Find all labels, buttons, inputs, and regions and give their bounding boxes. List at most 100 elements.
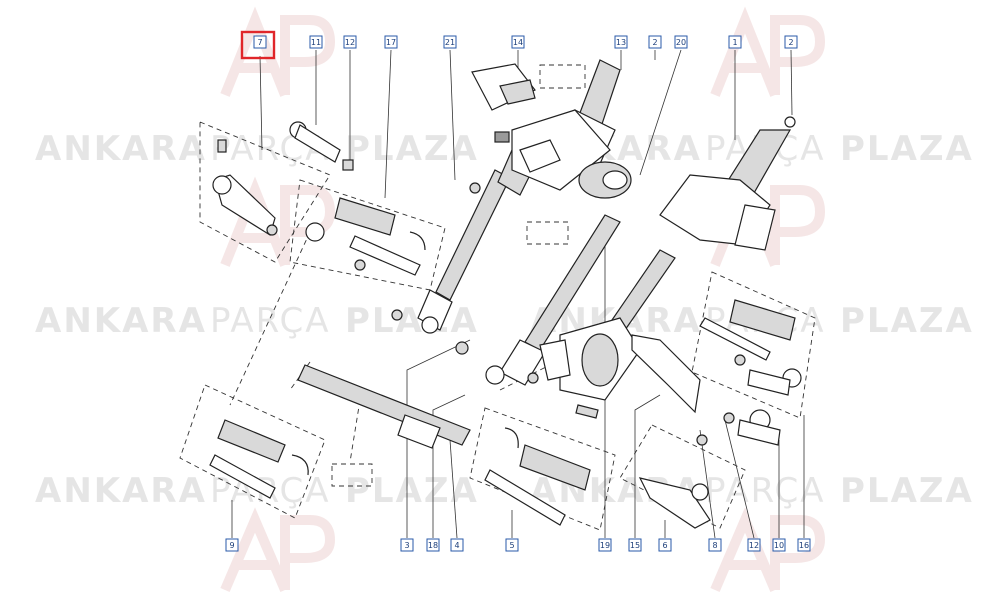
steering-column-right bbox=[659, 116, 796, 251]
callout-bottom-3: 18 bbox=[426, 538, 440, 552]
callout-row-bottom: 9 3 18 4 5 19 15 6 8 12 10 16 bbox=[225, 538, 811, 552]
tie-rod-right bbox=[699, 299, 802, 396]
callout-box bbox=[309, 35, 323, 49]
callout-top-11: 2 bbox=[784, 35, 798, 49]
callout-box bbox=[511, 35, 525, 49]
callout-number: 6 bbox=[662, 541, 667, 550]
callout-number: 4 bbox=[454, 541, 459, 550]
callout-bottom-6: 19 bbox=[598, 538, 612, 552]
callout-top-9: 20 bbox=[674, 35, 688, 49]
callout-bottom-8: 6 bbox=[658, 538, 672, 552]
callout-number: 5 bbox=[509, 541, 514, 550]
callout-box bbox=[450, 538, 464, 552]
callout-bottom-5: 5 bbox=[505, 538, 519, 552]
group-outline-tie-rod-end-left bbox=[199, 121, 331, 263]
callout-box bbox=[443, 35, 457, 49]
callout-box bbox=[400, 538, 414, 552]
tie-rod-end-right bbox=[638, 409, 781, 529]
callout-box bbox=[772, 538, 786, 552]
callout-number: 19 bbox=[600, 541, 610, 550]
callout-top-10: 1 bbox=[728, 35, 742, 49]
callout-number: 12 bbox=[345, 38, 355, 47]
svg-text:PARÇA: PARÇA bbox=[705, 471, 826, 511]
group-outline-tie-rod-right bbox=[691, 271, 816, 419]
callout-number: 8 bbox=[712, 541, 717, 550]
group-outline-module-label bbox=[539, 64, 586, 89]
callout-box bbox=[225, 538, 239, 552]
callout-number: 2 bbox=[788, 38, 793, 47]
group-outline-tie-rod-end-right bbox=[619, 424, 746, 529]
callout-box bbox=[384, 35, 398, 49]
steering-control-module bbox=[471, 63, 536, 143]
callout-number: 3 bbox=[404, 541, 409, 550]
group-outline-rack-label bbox=[331, 463, 373, 487]
callout-top-1: 7 bbox=[253, 35, 267, 49]
svg-text:ANKARA: ANKARA bbox=[35, 301, 207, 341]
callout-number: 10 bbox=[774, 541, 784, 550]
callout-number: 14 bbox=[513, 38, 523, 47]
callout-top-4: 17 bbox=[384, 35, 398, 49]
svg-text:PLAZA: PLAZA bbox=[840, 471, 974, 511]
watermark-text-row2-left: ANKARA PARÇA PLAZA bbox=[35, 301, 477, 341]
highlight-box bbox=[240, 30, 276, 60]
callout-number: 2 bbox=[652, 38, 657, 47]
callout-bottom-1: 9 bbox=[225, 538, 239, 552]
callout-number: 9 bbox=[229, 541, 234, 550]
callout-number: 16 bbox=[799, 541, 809, 550]
callout-bottom-4: 4 bbox=[450, 538, 464, 552]
callout-number: 12 bbox=[749, 541, 759, 550]
callout-number: 15 bbox=[630, 541, 640, 550]
callout-number: 21 bbox=[445, 38, 455, 47]
callout-number: 17 bbox=[386, 38, 396, 47]
callout-box bbox=[614, 35, 628, 49]
svg-text:PLAZA: PLAZA bbox=[840, 301, 974, 341]
svg-text:ANKARA: ANKARA bbox=[35, 129, 207, 169]
svg-text:PARÇA: PARÇA bbox=[210, 301, 331, 341]
tie-rod-end-left bbox=[212, 139, 278, 236]
callout-top-6: 14 bbox=[511, 35, 525, 49]
callout-box bbox=[648, 35, 662, 49]
fasteners bbox=[354, 182, 746, 424]
svg-text:ANKARA: ANKARA bbox=[35, 471, 207, 511]
group-outline-rack-boot-left bbox=[179, 384, 326, 519]
rack-boot-center bbox=[484, 427, 591, 526]
leader-lines bbox=[229, 49, 805, 539]
steering-rack-housing bbox=[297, 317, 641, 449]
group-outline-rack-boot-center bbox=[469, 407, 616, 531]
intermediate-shaft-right bbox=[485, 214, 676, 386]
callout-number: 20 bbox=[676, 38, 686, 47]
steering-shield-plate bbox=[631, 334, 701, 414]
callout-box bbox=[674, 35, 688, 49]
watermark-text-row1-left: ANKARA PARÇA PLAZA bbox=[35, 129, 477, 169]
callout-number: 1 bbox=[732, 38, 737, 47]
callout-box bbox=[658, 538, 672, 552]
callout-box bbox=[253, 35, 267, 49]
callout-bottom-7: 15 bbox=[628, 538, 642, 552]
callout-bottom-12: 16 bbox=[797, 538, 811, 552]
callout-top-2: 11 bbox=[309, 35, 323, 49]
svg-text:PLAZA: PLAZA bbox=[345, 471, 479, 511]
callout-box bbox=[708, 538, 722, 552]
callout-box bbox=[628, 538, 642, 552]
group-outline-label-box bbox=[526, 221, 569, 245]
callout-bottom-9: 8 bbox=[708, 538, 722, 552]
callout-box bbox=[343, 35, 357, 49]
rack-boot-left bbox=[209, 419, 309, 499]
tie-rod-end-upper bbox=[289, 121, 354, 171]
callout-top-8: 2 bbox=[648, 35, 662, 49]
callout-box bbox=[728, 35, 742, 49]
callout-number: 13 bbox=[616, 38, 626, 47]
callout-box bbox=[797, 538, 811, 552]
svg-text:PLAZA: PLAZA bbox=[840, 129, 974, 169]
callout-top-7: 13 bbox=[614, 35, 628, 49]
callout-box bbox=[747, 538, 761, 552]
callout-top-3: 12 bbox=[343, 35, 357, 49]
callout-bottom-2: 3 bbox=[400, 538, 414, 552]
watermark-logo-bottom-left bbox=[220, 507, 336, 592]
callout-box bbox=[505, 538, 519, 552]
electric-steering-column bbox=[511, 59, 632, 199]
tie-rod-kit-upper bbox=[305, 197, 426, 276]
callout-box bbox=[598, 538, 612, 552]
